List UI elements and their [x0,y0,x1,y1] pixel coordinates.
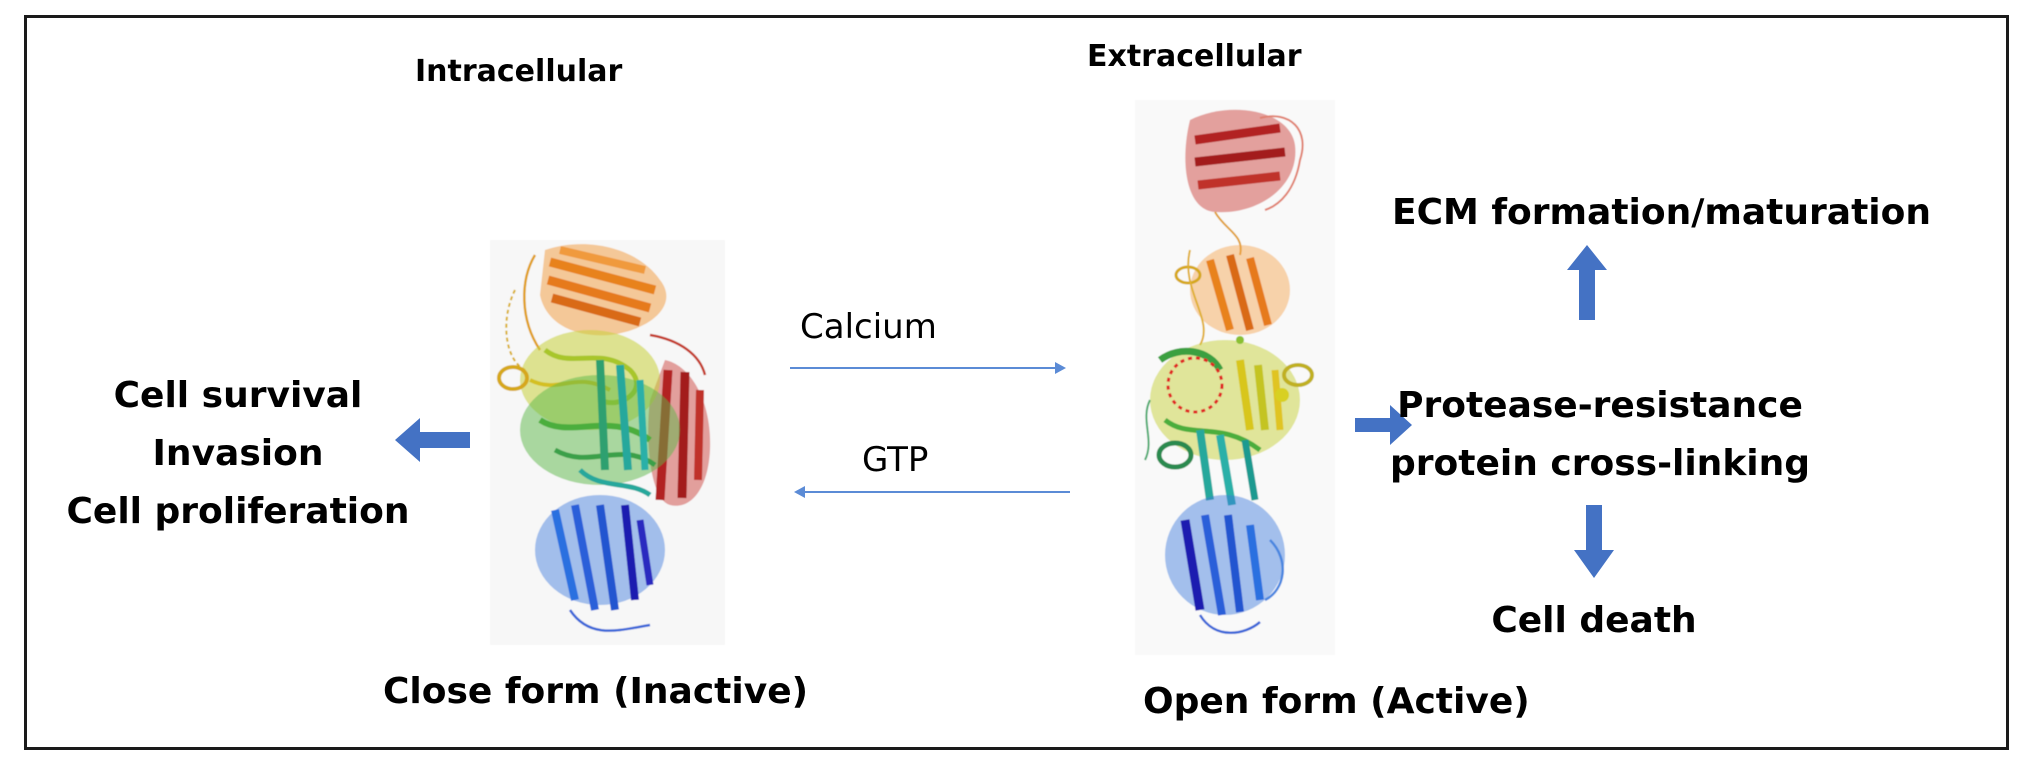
gtp-arrow-head [794,486,805,498]
heading-extracellular: Extracellular [1087,39,1302,74]
arrow-to-left-outcomes [395,418,470,462]
left-outcome-cell-survival: Cell survival [113,375,363,416]
figure-frame [24,15,2009,750]
close-form-protein-structure [490,240,725,645]
label-open-form: Open form (Active) [1143,681,1530,722]
open-form-protein-structure [1135,100,1335,655]
open-blue-barrel-domain [1165,495,1285,634]
arrow-to-right-outcomes [1355,405,1412,445]
right-outcome-ecm: ECM formation/maturation [1392,192,1931,233]
arrow-to-ecm [1567,245,1607,320]
close-beta-sandwich-domain [505,244,667,371]
label-calcium: Calcium [800,307,937,347]
right-outcome-protease-resistance: Protease-resistance [1397,385,1803,426]
right-outcome-protein-cross-linking: protein cross-linking [1390,443,1810,484]
close-catalytic-core [497,330,680,498]
open-catalytic-core [1144,336,1314,506]
label-gtp: GTP [862,440,929,480]
calcium-arrow-head [1055,362,1066,374]
arrow-to-cell-death [1574,505,1614,578]
label-close-form: Close form (Inactive) [383,671,809,712]
right-outcome-cell-death: Cell death [1491,600,1697,641]
open-beta-sandwich-domain [1174,245,1290,346]
left-outcome-cell-proliferation: Cell proliferation [66,491,410,532]
close-blue-barrel-domain [535,495,665,632]
active-site-highlight-circle [1166,356,1224,414]
left-outcome-invasion: Invasion [152,433,324,474]
heading-intracellular: Intracellular [415,54,623,89]
open-red-barrel-domain [1185,109,1304,256]
